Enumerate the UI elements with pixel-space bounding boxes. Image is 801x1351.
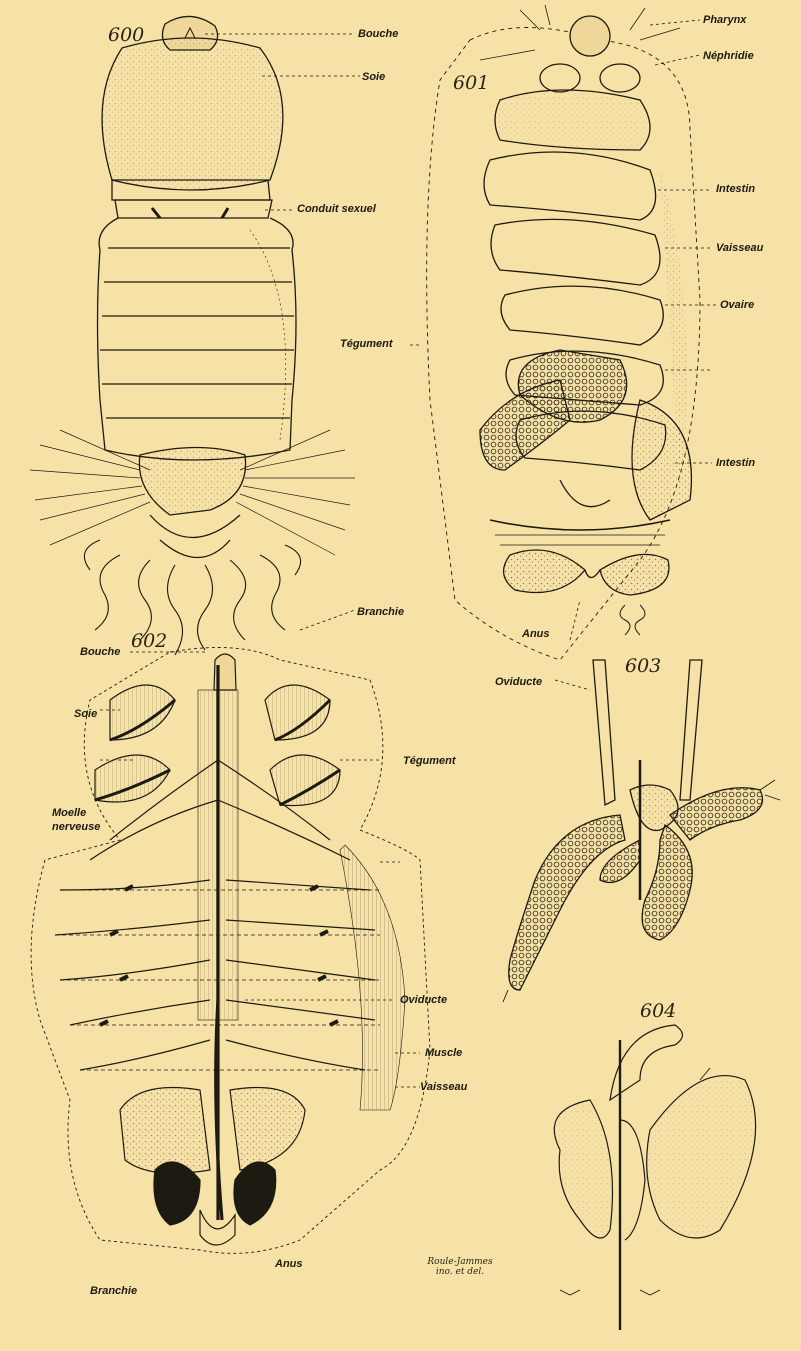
figure-603-oviduct <box>503 660 780 1002</box>
label-602-vaisseau: Vaisseau <box>420 1081 467 1093</box>
label-601-intestin-2: Intestin <box>716 457 755 469</box>
label-603-oviducte: Oviducte <box>495 676 542 688</box>
label-602-moelle-line1: Moelle <box>52 807 86 819</box>
label-601-vaisseau: Vaisseau <box>716 242 763 254</box>
artist-signature: Roule-Jammes ino. et del. <box>420 1257 500 1277</box>
label-602-moelle-line2: nerveuse <box>52 821 100 833</box>
figure-number-600: 600 <box>108 24 144 46</box>
label-600-conduit-sexuel: Conduit sexuel <box>297 203 376 215</box>
figure-number-602: 602 <box>131 630 167 652</box>
label-601-nephridie: Néphridie <box>703 50 754 62</box>
label-602-branchie: Branchie <box>90 1285 137 1297</box>
figure-600-worm <box>30 16 355 655</box>
label-602-anus: Anus <box>275 1258 303 1270</box>
figure-604-gland <box>554 1025 755 1330</box>
figure-number-601: 601 <box>453 72 489 94</box>
label-602-moelle-nerveuse: Moelle nerveuse <box>52 806 100 834</box>
label-601-pharynx: Pharynx <box>703 14 746 26</box>
label-600-bouche: Bouche <box>358 28 398 40</box>
signature-line1: Roule-Jammes <box>427 1257 492 1267</box>
signature-line2: ino. et del. <box>436 1267 484 1277</box>
label-602-tegument: Tégument <box>403 755 456 767</box>
label-601-anus: Anus <box>522 628 550 640</box>
figure-601-dissection <box>427 5 700 660</box>
label-600-tegument: Tégument <box>340 338 393 350</box>
figure-number-604: 604 <box>640 1000 676 1022</box>
label-602-oviducte: Oviducte <box>400 994 447 1006</box>
figure-number-603: 603 <box>625 655 661 677</box>
label-600-branchie: Branchie <box>357 606 404 618</box>
label-601-ovaire: Ovaire <box>720 299 754 311</box>
label-602-soie: Soie <box>74 708 97 720</box>
label-601-intestin: Intestin <box>716 183 755 195</box>
label-600-soie: Soie <box>362 71 385 83</box>
figure-602-nervous-system <box>31 648 430 1254</box>
label-602-muscle: Muscle <box>425 1047 462 1059</box>
label-602-bouche: Bouche <box>80 646 120 658</box>
